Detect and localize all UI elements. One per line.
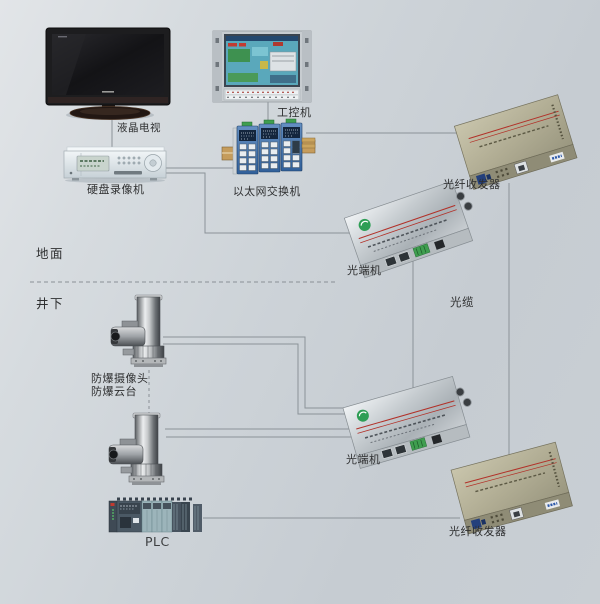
fiber-cable-label: 光缆 — [450, 295, 474, 309]
line-camera1-terminal-b — [163, 343, 353, 415]
lcd-tv-image — [45, 27, 171, 120]
ethernet-switch-label: 以太网交换机 — [233, 185, 301, 198]
fiber-transceiver-bottom-label: 光纤收发器 — [449, 525, 507, 538]
fiber-transceiver-bottom-image — [449, 440, 574, 536]
plc-label: PLC — [145, 534, 170, 549]
ethernet-switch-image — [221, 118, 316, 175]
line-dvr-terminal-top — [166, 172, 352, 234]
camera-label: 防爆摄像头防爆云台 — [91, 372, 149, 398]
lcd-tv-label: 液晶电视 — [117, 122, 161, 134]
line-camera1-terminal-a — [163, 336, 353, 409]
explosion-proof-camera-1-image — [110, 294, 167, 368]
industrial-pc-image — [212, 30, 312, 103]
dvr-label: 硬盘录像机 — [87, 183, 145, 196]
industrial-pc-label: 工控机 — [277, 106, 312, 119]
dvr-image — [63, 146, 167, 183]
connection-lines — [111, 102, 510, 519]
fiber-transceiver-top-label: 光纤收发器 — [443, 178, 501, 191]
explosion-proof-camera-2-image — [108, 412, 165, 486]
plc-image — [108, 497, 202, 533]
optical-terminal-bottom-label: 光端机 — [346, 453, 381, 466]
surface-zone-label: 地面 — [36, 246, 65, 261]
optical-terminal-top-label: 光端机 — [347, 264, 382, 277]
optical-terminal-top-image — [343, 176, 484, 279]
camera-label-line1: 防爆摄像头 — [91, 372, 149, 385]
underground-zone-label: 井下 — [36, 296, 65, 311]
fiber-transceiver-top-image — [453, 93, 579, 191]
camera-label-line2: 防爆云台 — [91, 385, 137, 398]
